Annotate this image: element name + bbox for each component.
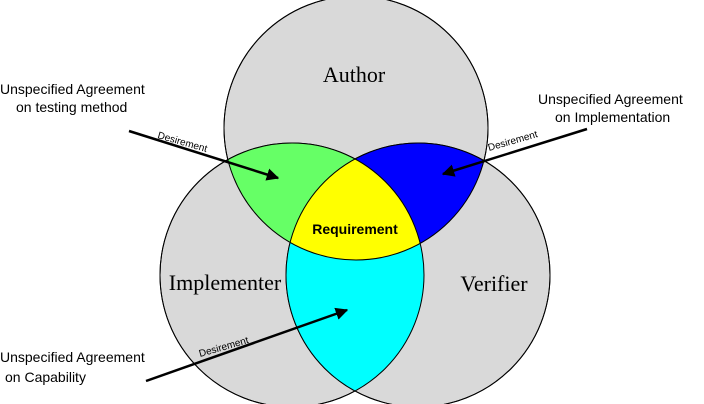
capability-callout-line1: Unspecified Agreement: [0, 349, 145, 365]
requirement-region: [286, 143, 424, 260]
testing-method-arrow: [128, 129, 280, 181]
implementation-callout-line2: on Implementation: [555, 109, 670, 125]
verifier-label: Verifier: [460, 271, 528, 296]
author-label: Author: [323, 62, 386, 87]
author-circle-outline: [223, 0, 489, 261]
requirement-label: Requirement: [312, 221, 398, 237]
testing-method-callout-line2: on testing method: [16, 99, 127, 115]
implementation-callout-line1: Unspecified Agreement: [538, 91, 683, 107]
verifier-circle-outline: [285, 142, 551, 404]
implementer-label: Implementer: [169, 270, 282, 295]
implementation-arrow: [441, 127, 588, 177]
capability-callout-line2: on Capability: [5, 369, 86, 385]
capability-arrow: [145, 307, 349, 383]
testing-method-callout-line1: Unspecified Agreement: [0, 81, 145, 97]
implementer-circle-outline: [159, 142, 425, 404]
desirement-label-right: Desirement: [487, 129, 539, 154]
